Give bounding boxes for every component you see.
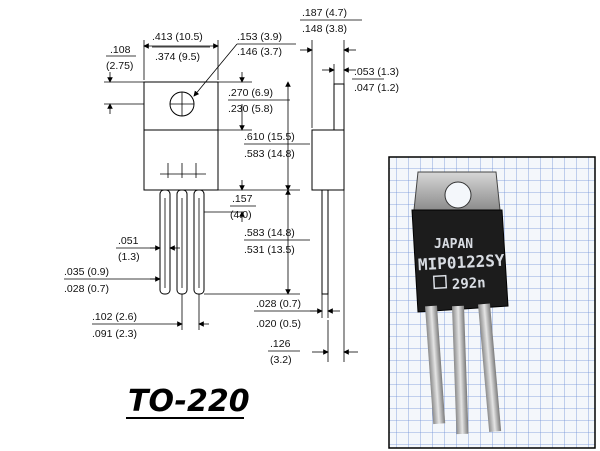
dim-lead-pitch: .051 — [118, 235, 139, 247]
dim-lead-length-min: .531 (13.5) — [244, 244, 295, 256]
component-photo: JAPAN MIP0122SY 292n — [388, 156, 596, 449]
dim-hole-dia-min: .146 (3.7) — [237, 46, 282, 58]
dim-lead-offset: .126 — [270, 338, 291, 350]
dim-lead-spacing: .102 (2.6) — [92, 311, 137, 323]
dim-tab-thickness: .053 (1.3) — [354, 66, 399, 78]
side-lead — [321, 189, 329, 295]
dim-tab-width-min: .374 (9.5) — [155, 51, 200, 63]
dim-tab-thickness-min: .047 (1.2) — [354, 82, 399, 94]
photo-mounting-hole — [444, 181, 472, 209]
leads — [159, 189, 205, 295]
dim-lead-width-min: .028 (0.7) — [64, 283, 109, 295]
dim-body-length-min: .583 (14.8) — [244, 148, 295, 160]
photo-logo — [432, 274, 448, 290]
dim-body-length: .610 (15.5) — [244, 131, 295, 143]
dim-lead-shoulder: .157 — [232, 193, 253, 205]
body-outline — [143, 129, 219, 191]
dim-tab-to-body-min: .230 (5.8) — [228, 103, 273, 115]
dim-package-thickness-min: .148 (3.8) — [302, 23, 347, 35]
photo-marking-line3: 292n — [452, 275, 487, 293]
side-body — [311, 129, 345, 191]
dim-lead-spacing-min: .091 (2.3) — [92, 328, 137, 340]
dim-hole-dia: .153 (3.9) — [237, 31, 282, 43]
package-title: TO-220 — [128, 384, 250, 419]
dim-lead-thickness-min: .020 (0.5) — [256, 318, 301, 330]
dim-tab-width: .413 (10.5) — [152, 31, 203, 43]
front-view — [143, 81, 219, 295]
tab-outline — [143, 81, 219, 131]
dim-lead-pitch-mm: (1.3) — [118, 251, 140, 263]
dim-lead-shoulder-mm: (4.0) — [230, 209, 252, 221]
side-view — [311, 83, 345, 295]
dim-lead-width: .035 (0.9) — [64, 266, 109, 278]
dim-lead-offset-mm: (3.2) — [270, 354, 292, 366]
photo-marking-line1: JAPAN — [434, 237, 473, 252]
dim-tab-to-body: .270 (6.9) — [228, 87, 273, 99]
dim-lead-thickness: .028 (0.7) — [256, 298, 301, 310]
dim-hole-from-top-mm: (2.75) — [106, 60, 133, 72]
photo-marking-line2: MIP0122SY — [417, 251, 505, 275]
dim-hole-from-top: .108 — [110, 44, 131, 56]
dim-lead-length: .583 (14.8) — [244, 227, 295, 239]
dim-package-thickness: .187 (4.7) — [302, 7, 347, 19]
side-tab — [333, 83, 345, 131]
